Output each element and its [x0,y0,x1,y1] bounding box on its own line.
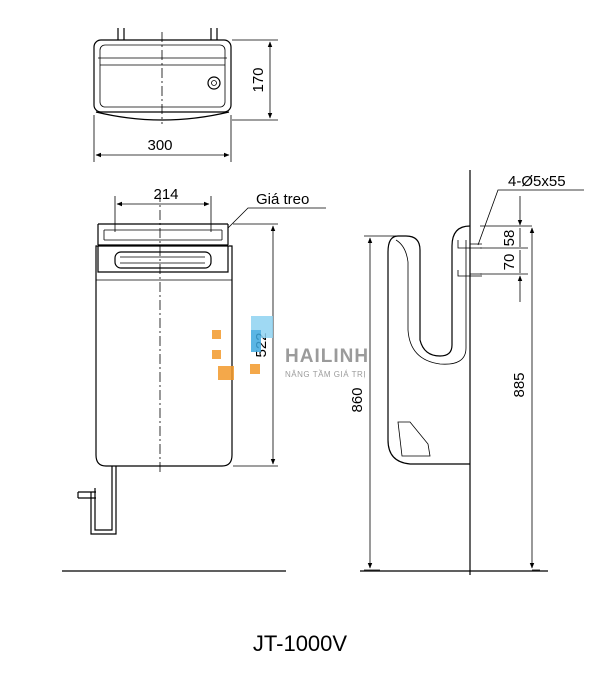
sensor-inner-icon [211,80,217,86]
screw-leader [477,189,584,246]
hanger-bracket-inner [103,229,223,241]
side-drain-tray [397,421,431,457]
wall-screws [457,240,482,277]
dim-522-extension [233,223,278,467]
hanger-leader [227,207,326,229]
logo-square-orange-3 [218,366,234,380]
top-view-outline [93,39,232,113]
logo-square-orange-2 [212,350,221,359]
power-cord [90,466,117,535]
dim-top-width: 300 [147,137,172,154]
dim-hanger-width: 214 [153,186,178,203]
hanger-label: Giá treo [256,191,309,208]
power-plug-icon [77,491,96,499]
top-view-inner-outline [99,44,226,108]
model-title: JT-1000V [253,631,347,656]
logo-square-blue [251,330,261,352]
front-view: 214 Giá treo 522 [62,186,326,572]
hanger-slot-detail [120,256,205,264]
hanger-bracket [97,223,229,246]
dim-300-extension [93,115,232,162]
top-view-pins [117,28,218,40]
dim-hole-spacing-58: 58 [501,230,518,247]
hanger-plate [97,246,229,273]
side-hand-slot [395,239,467,365]
front-body-outline [95,245,233,467]
side-view: 4-Ø5x55 58 70 860 885 [349,170,584,575]
hanger-slot [114,251,212,269]
logo-square-orange-1 [212,330,221,339]
dim-total-height: 860 [349,387,366,412]
wall-screw-heads [470,243,482,275]
watermark-slogan: NÂNG TẦM GIÁ TRỊ [285,369,366,379]
watermark-brand: HAILINH [285,346,369,367]
dim-mount-height: 885 [511,372,528,397]
dim-top-depth: 170 [250,67,267,92]
dim-hole-spacing-70: 70 [501,254,518,271]
logo-square-orange-4 [250,364,260,374]
top-view-front-curve [95,111,230,121]
dim-hole-extension [480,225,532,275]
dim-860-extension [364,235,398,571]
sensor-icon [207,76,221,90]
side-body-outline [387,225,471,465]
top-view-rail [98,57,227,66]
screw-holes-label: 4-Ø5x55 [508,173,566,190]
watermark: HAILINH NÂNG TẦM GIÁ TRỊ [212,316,369,380]
top-view: 300 170 [93,28,278,162]
dim-214-extension [114,196,212,232]
dim-170-extension [232,39,278,121]
